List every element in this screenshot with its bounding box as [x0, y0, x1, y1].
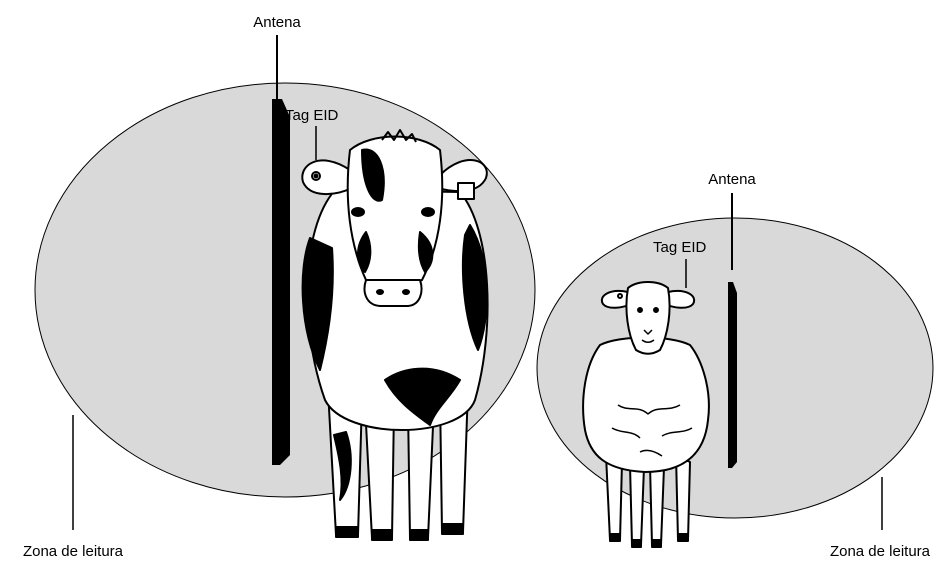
right-antenna — [728, 282, 737, 468]
right-zone-label: Zona de leitura — [830, 543, 931, 560]
right-tag-label: Tag EID — [653, 239, 707, 256]
left-antenna — [272, 99, 290, 465]
left-group: Antena Tag EID — [23, 14, 535, 560]
right-group: Antena Tag EID — [537, 171, 933, 560]
left-tag-label: Tag EID — [285, 107, 339, 124]
right-antenna-label: Antena — [708, 171, 756, 188]
left-zone-label: Zona de leitura — [23, 543, 124, 560]
left-antenna-label: Antena — [253, 14, 301, 31]
